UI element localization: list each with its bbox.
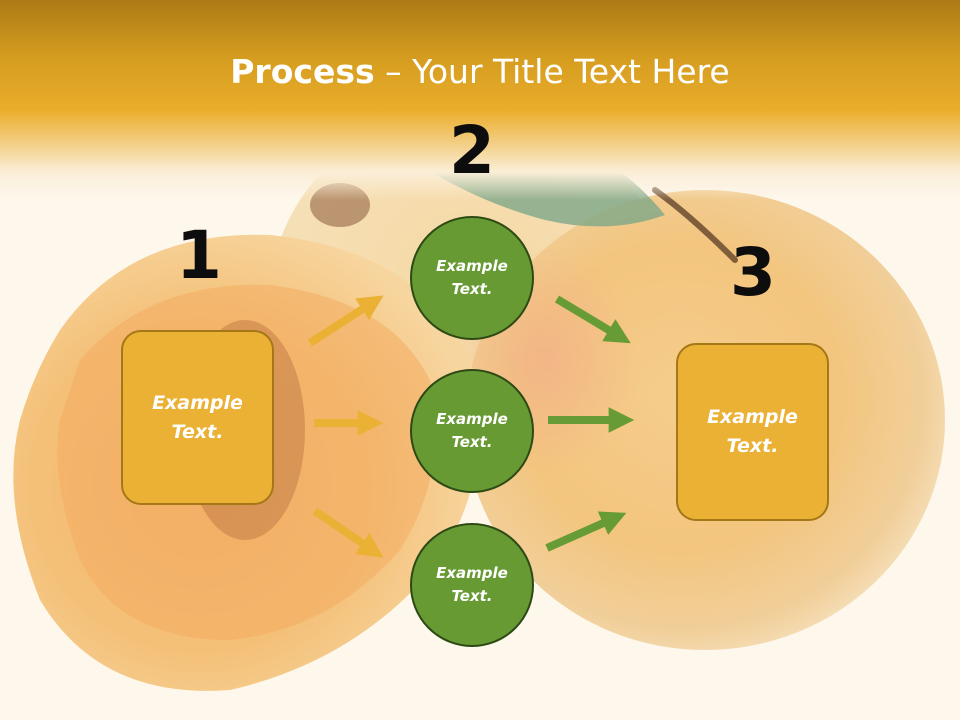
step-2-circle-top: Example Text.	[410, 216, 534, 340]
header-band	[0, 0, 960, 200]
step-1-box: Example Text.	[121, 330, 274, 505]
step-2-top-text: Example Text.	[436, 257, 508, 298]
step-number-1: 1	[176, 217, 222, 294]
step-2-bottom-text: Example Text.	[436, 564, 508, 605]
step-2-circle-middle: Example Text.	[410, 369, 534, 493]
title-rest: – Your Title Text Here	[374, 52, 730, 91]
step-1-text: Example Text.	[152, 391, 243, 443]
title-strong: Process	[230, 52, 375, 91]
step-number-2: 2	[449, 112, 495, 189]
step-3-text: Example Text.	[707, 406, 798, 457]
step-2-middle-text: Example Text.	[436, 410, 508, 451]
step-2-circle-bottom: Example Text.	[410, 523, 534, 647]
step-number-3: 3	[730, 234, 776, 311]
slide-title: Process – Your Title Text Here	[0, 52, 960, 91]
step-3-box: Example Text.	[676, 343, 829, 521]
